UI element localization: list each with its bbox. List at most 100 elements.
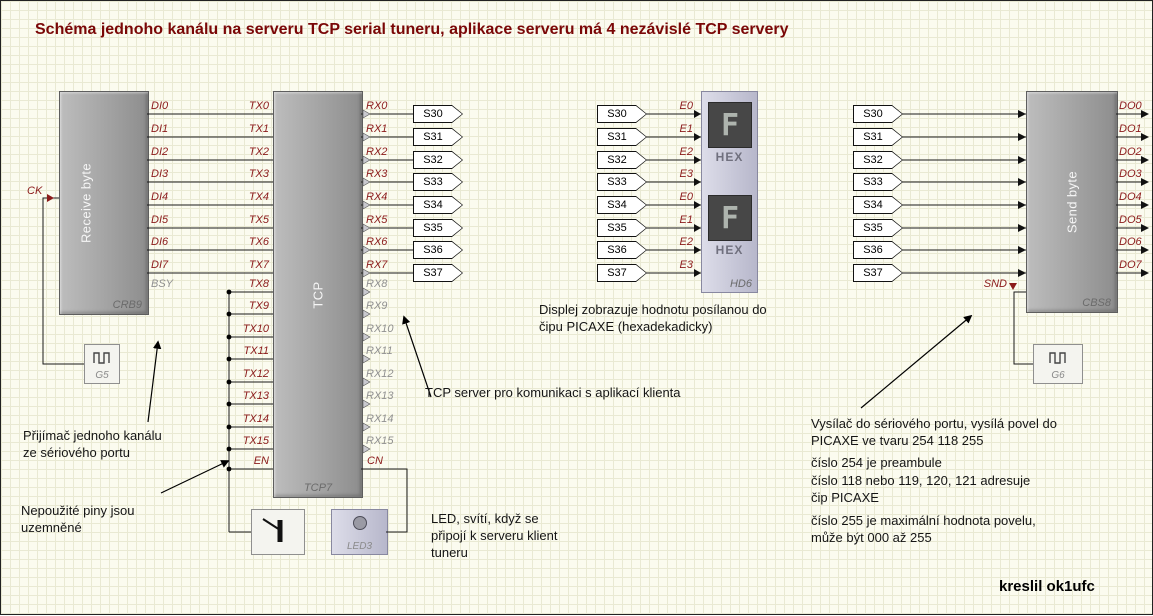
tx-pin-label: TX5 [248, 214, 269, 226]
tag-label: S35 [863, 222, 883, 234]
cn-pin-label: CN [367, 455, 383, 467]
block-ref: G5 [95, 370, 109, 381]
block-ref: CBS8 [1082, 297, 1111, 309]
rx-pin-label: RX14 [366, 413, 394, 425]
e-pin-label: E1 [679, 214, 693, 226]
pulse-generator-g5[interactable]: G5 [84, 344, 120, 384]
credit: kreslil ok1ufc [999, 578, 1095, 595]
signal-tag[interactable]: S37 [597, 264, 647, 282]
tx-pin-label: TX2 [248, 146, 269, 158]
hex-display-block[interactable]: F HEX F HEX HD6 [701, 91, 758, 293]
tag-label: S33 [863, 176, 883, 188]
note-led: LED, svítí, když se připojí k serveru kl… [431, 510, 557, 561]
rx-pin-label: RX6 [366, 236, 388, 248]
hex-caption: HEX [715, 243, 744, 257]
signal-tag[interactable]: S31 [413, 128, 463, 146]
di-pin-label: DI2 [151, 146, 169, 158]
di-pin-label: DI1 [151, 123, 169, 135]
di-pin-label: DI3 [151, 168, 169, 180]
note-line: číslo 254 je preambule [811, 455, 942, 470]
pulse-generator-g6[interactable]: G6 [1033, 344, 1083, 384]
signal-tag[interactable]: S36 [413, 241, 463, 259]
bsy-pin-label: BSY [151, 278, 174, 290]
signal-tag[interactable]: S35 [413, 219, 463, 237]
note-line: čip PICAXE [811, 490, 879, 505]
tx-pin-label: TX13 [242, 390, 269, 402]
signal-tag[interactable]: S34 [597, 196, 647, 214]
note-line: může být 000 až 255 [811, 530, 932, 545]
signal-tag[interactable]: S32 [597, 151, 647, 169]
tag-label: S37 [607, 267, 627, 279]
e-pin-label: E1 [679, 123, 693, 135]
tag-label: S34 [607, 199, 627, 211]
tx-pin-label: TX10 [242, 323, 269, 335]
tx-pin-label: TX9 [248, 300, 269, 312]
snd-pin-arrow-icon [1009, 283, 1017, 290]
signal-tag[interactable]: S35 [597, 219, 647, 237]
note-address: číslo 118 nebo 119, 120, 121 adresuje či… [811, 472, 1030, 506]
tag-label: S30 [863, 108, 883, 120]
hex-input-arrows [694, 110, 701, 277]
tag-label: S36 [423, 244, 443, 256]
note-line: Vysílač do sériového portu, vysílá povel… [811, 416, 1057, 431]
signal-tag[interactable]: S31 [597, 128, 647, 146]
rx-pin-label: RX8 [366, 278, 388, 290]
signal-tag[interactable]: S30 [853, 105, 903, 123]
e-pin-label: E0 [679, 191, 693, 203]
tag-label: S33 [607, 176, 627, 188]
note-display: Displej zobrazuje hodnotu posílanou do č… [539, 301, 767, 335]
note-preamble: číslo 254 je preambule [811, 454, 942, 471]
do-pin-label: DO2 [1119, 146, 1142, 158]
signal-tag[interactable]: S32 [853, 151, 903, 169]
di-pin-label: DI6 [151, 236, 169, 248]
signal-tag[interactable]: S36 [597, 241, 647, 259]
signal-tag[interactable]: S36 [853, 241, 903, 259]
do-pin-label: DO0 [1119, 100, 1142, 112]
rx-pin-label: RX10 [366, 323, 394, 335]
note-line: číslo 255 je maximální hodnota povelu, [811, 513, 1036, 528]
ground-block[interactable] [251, 509, 305, 555]
signal-tag[interactable]: S35 [853, 219, 903, 237]
note-tcp-server: TCP server pro komunikaci s aplikací kli… [425, 384, 681, 401]
di-pin-label: DI4 [151, 191, 169, 203]
e-pin-label: E3 [679, 168, 693, 180]
hex-display-screen: F [708, 102, 752, 148]
do-pin-label: DO5 [1119, 214, 1142, 226]
block-ref: HD6 [729, 278, 752, 290]
note-line: TCP server pro komunikaci s aplikací kli… [425, 385, 681, 400]
signal-tag[interactable]: S30 [597, 105, 647, 123]
signal-tag[interactable]: S34 [413, 196, 463, 214]
di-pin-label: DI7 [151, 259, 169, 271]
hex-digit: F [720, 107, 740, 143]
signal-tag[interactable]: S33 [853, 173, 903, 191]
tx-pin-label: TX6 [248, 236, 269, 248]
square-wave-icon [1049, 352, 1066, 364]
tx-pin-label: TX12 [242, 368, 269, 380]
do-pin-label: DO1 [1119, 123, 1142, 135]
led-block[interactable]: LED3 [331, 509, 388, 555]
do-pin-label: DO7 [1119, 259, 1142, 271]
receive-byte-block[interactable]: Receive byte CRB9 [59, 91, 149, 315]
signal-tag[interactable]: S37 [853, 264, 903, 282]
send-byte-block[interactable]: Send byte CBS8 [1026, 91, 1118, 313]
tag-label: S32 [607, 154, 627, 166]
note-line: připojí k serveru klient [431, 528, 558, 543]
signal-tag[interactable]: S37 [413, 264, 463, 282]
tcp-block[interactable]: TCP TCP7 [273, 91, 363, 498]
rx-pin-label: RX11 [366, 345, 393, 357]
tag-send-wires [902, 113, 1026, 274]
signal-tag[interactable]: S31 [853, 128, 903, 146]
signal-tag[interactable]: S32 [413, 151, 463, 169]
signal-tag[interactable]: S34 [853, 196, 903, 214]
block-ref: LED3 [346, 541, 372, 552]
block-ref: CRB9 [112, 299, 142, 311]
tx-pin-label: TX3 [248, 168, 269, 180]
note-line: Displej zobrazuje hodnotu posílanou do [539, 302, 767, 317]
do-output-arrows [1141, 110, 1149, 277]
signal-tag[interactable]: S33 [413, 173, 463, 191]
signal-tag[interactable]: S33 [597, 173, 647, 191]
rx-pin-label: RX13 [366, 390, 394, 402]
signal-tag[interactable]: S30 [413, 105, 463, 123]
block-title: Send byte [1064, 170, 1080, 234]
hex-caption: HEX [715, 150, 744, 164]
